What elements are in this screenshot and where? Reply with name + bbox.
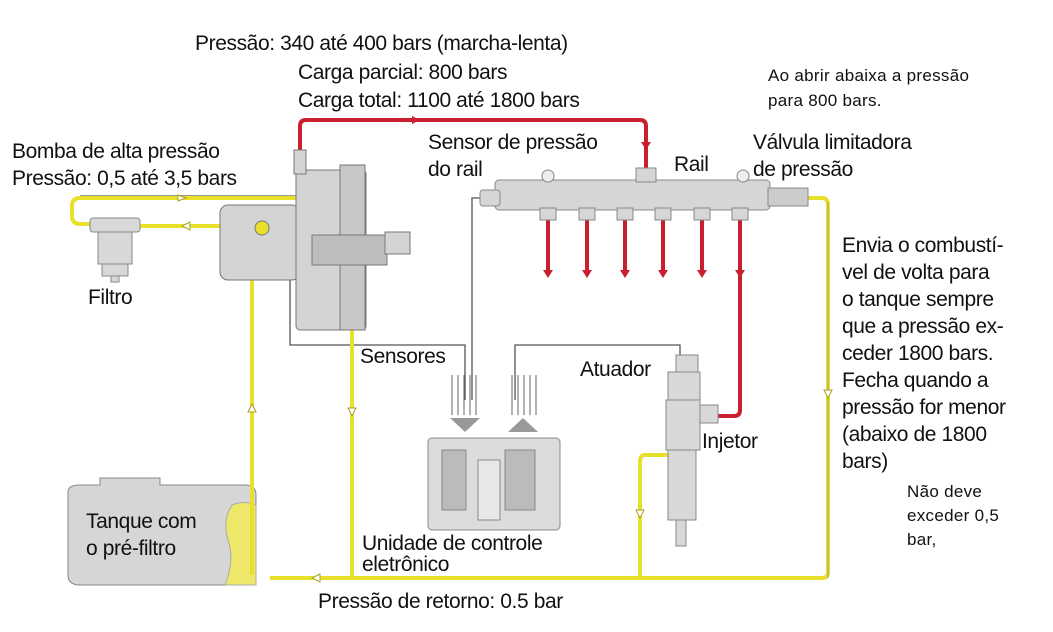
flow-arrows — [412, 116, 745, 278]
tank-label-1: Tanque com — [86, 510, 197, 533]
high-pressure-pump — [219, 149, 411, 331]
pump-label: Bomba de alta pressão — [12, 140, 220, 163]
rail-label: Rail — [674, 153, 709, 176]
return-note-line: bars) — [842, 450, 888, 473]
ecu — [427, 437, 561, 531]
valve-label-1: Válvula limitadora — [753, 131, 912, 154]
pressure-label-idle: Pressão: 340 até 400 bars (marcha-lenta) — [195, 32, 568, 55]
pressure-label-full: Carga total: 1100 até 1800 bars — [298, 89, 580, 112]
limit-note: Não deve exceder 0,5 bar, — [907, 480, 999, 552]
sensor-signal-arrows — [450, 375, 538, 432]
return-note-line: o tanque sempre — [842, 288, 994, 311]
return-note-line: vel de volta para — [842, 261, 990, 284]
valve-note-line2: para 800 bars. — [768, 91, 882, 110]
return-note-line: Envia o combustí- — [842, 234, 1004, 257]
return-note-line: pressão for menor — [842, 396, 1006, 419]
return-arrows — [177, 194, 833, 583]
rail-sensor-label-2: do rail — [428, 158, 483, 181]
limit-note-line: exceder 0,5 — [907, 506, 1000, 525]
high-pressure-lines — [298, 118, 742, 418]
rail-sensor-label-1: Sensor de pressão — [428, 131, 598, 154]
return-pressure-label: Pressão de retorno: 0.5 bar — [318, 590, 563, 613]
valve-note-line1: Ao abrir abaixa a pressão — [768, 66, 970, 85]
actuator-label: Atuador — [580, 358, 651, 381]
ecu-label-1: Unidade de controle — [362, 532, 543, 555]
common-rail — [479, 167, 809, 221]
return-note-line: Fecha quando a — [842, 369, 989, 392]
sensors-label: Sensores — [360, 345, 446, 368]
tank-label-2: o pré-filtro — [86, 537, 176, 560]
return-note-line: ceder 1800 bars. — [842, 342, 994, 365]
return-note: Envia o combustí- vel de volta para o ta… — [842, 232, 1006, 475]
valve-label-2: de pressão — [753, 158, 853, 181]
filter-label: Filtro — [88, 286, 133, 309]
pressure-label-partial: Carga parcial: 800 bars — [298, 61, 508, 84]
filter — [89, 217, 141, 283]
return-note-line: que a pressão ex- — [842, 315, 1004, 338]
limit-note-line: bar, — [907, 530, 937, 549]
ecu-label-2: eletrônico — [362, 553, 450, 576]
injector — [665, 354, 719, 547]
pump-pressure-label: Pressão: 0,5 até 3,5 bars — [12, 167, 237, 190]
return-note-line: (abaixo de 1800 — [842, 423, 987, 446]
limit-note-line: Não deve — [907, 482, 983, 501]
injector-label: Injetor — [702, 430, 758, 453]
